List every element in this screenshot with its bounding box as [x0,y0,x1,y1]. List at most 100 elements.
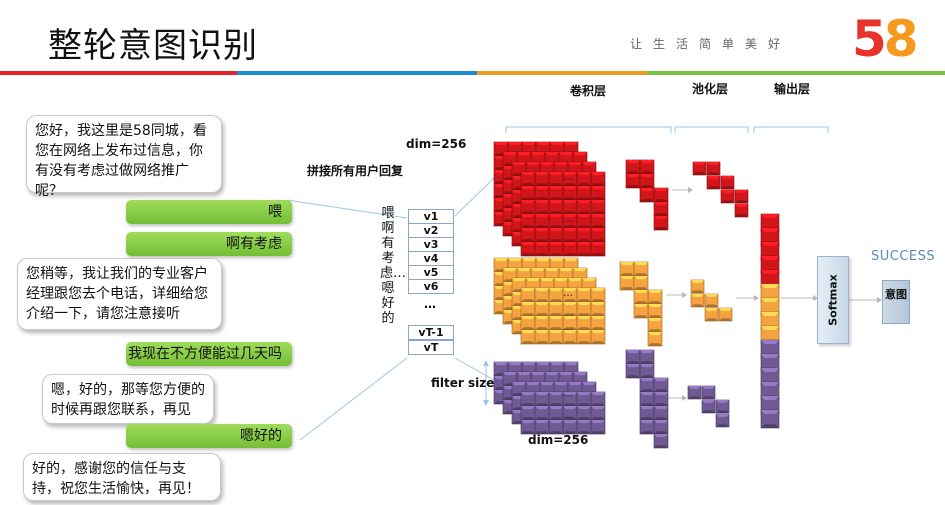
pool-cube-orange [647,289,663,305]
pool-cube-orange [633,303,649,319]
pool-cube-orange [633,289,649,305]
pool-cube-purple [639,349,655,365]
vector-cell: v3 [408,237,454,252]
pool-cube-red [639,187,655,203]
conv-cube-orange [534,301,550,317]
conv-cube-orange [590,287,606,303]
conv-cube-red [520,227,536,243]
conv-cube-red [590,171,606,187]
conv-cube-orange [548,315,564,331]
pool-cube-orange [633,275,649,291]
conv-cube-purple [562,391,578,407]
conv-cube-red [534,199,550,215]
pool-cube-red [653,187,669,203]
output-cube-orange [718,307,733,322]
pool-cube-orange [647,331,663,347]
filter-size-label: filter size [431,376,495,390]
feature-map-cubes: …………………… [493,141,780,449]
user-reply-bubble: 啊有考虑 [126,232,292,256]
pool-cube-purple [653,391,669,407]
pool-cube-purple [653,419,669,435]
conv-cube-purple [534,419,550,435]
vector-cell: v6 [408,279,454,294]
conv-cube-red [576,227,592,243]
success-label: SUCCESS [871,249,936,264]
conv-cube-red [576,185,592,201]
output-cube-orange [704,307,719,322]
conv-cube-red [520,241,536,257]
dim-label-bottom: dim=256 [528,433,589,447]
header-bar-orange [477,71,647,75]
logo-digit-eight: 8 [883,10,919,68]
pool-cube-red [625,173,641,189]
conv-cube-purple [520,391,536,407]
conv-cube-purple [548,405,564,421]
conv-cube-orange [590,315,606,331]
header-bar-green [647,71,945,75]
agent-message-bubble: 好的，感谢您的信任与支持，祝您生活愉快，再见！ [23,453,221,501]
conv-cube-red [534,241,550,257]
conv-cube-orange [534,315,550,331]
page-title: 整轮意图识别 [48,26,258,66]
conv-cube-orange [520,301,536,317]
conv-cube-orange [534,287,550,303]
ellipsis-mark: … [563,214,573,225]
output-cube-red [706,161,721,176]
pool-cube-purple [625,349,641,365]
pool-layer-label: 池化层 [692,82,729,96]
conv-cube-red [548,241,564,257]
conv-cube-purple [534,391,550,407]
pool-cube-purple [639,377,655,393]
vector-cell: v1 [408,209,454,224]
vector-cell: v5 [408,265,454,280]
pool-cube-red [625,159,641,175]
pool-cube-red [653,215,669,231]
ellipsis-mark: … [563,322,573,333]
output-cube-orange [704,293,719,308]
pool-cube-purple [653,377,669,393]
output-cube-purple [715,413,730,428]
conv-cube-red [534,171,550,187]
conv-cube-red [576,241,592,257]
pool-cube-purple [639,419,655,435]
conv-cube-orange [590,301,606,317]
pool-cube-orange [647,303,663,319]
pool-cube-orange [647,317,663,333]
user-reply-bubble: 我现在不方便能过几天吗 [126,342,292,366]
conv-cube-orange [576,301,592,317]
pool-cube-red [653,201,669,217]
pool-cube-purple [653,433,669,449]
conv-cube-purple [534,405,550,421]
output-cube-purple [701,385,716,400]
conv-cube-red [548,227,564,243]
conv-cube-orange [576,287,592,303]
conv-cube-purple [520,419,536,435]
conv-cube-red [590,185,606,201]
pool-cube-orange [619,261,635,277]
agent-message-bubble: 嗯，好的，那等您方便的时候再跟您联系，再见 [42,374,214,424]
conv-cube-orange [576,315,592,331]
output-cube-purple [715,399,730,414]
output-cube-red [734,189,749,204]
header-bar-blue [237,71,477,75]
conv-cube-red [548,171,564,187]
dim-label-top: dim=256 [406,137,467,151]
user-reply-bubble: 喂 [126,200,292,224]
conv-cube-red [548,185,564,201]
conv-cube-red [590,213,606,229]
concat-vector-cell [760,409,780,429]
softmax-label: Softmax [826,274,840,326]
ellipsis-mark: … [563,410,573,421]
conv-cube-red [520,185,536,201]
conv-cube-red [590,227,606,243]
conv-cube-red [548,199,564,215]
output-cube-red [720,189,735,204]
conv-cube-orange [562,329,578,345]
conv-cube-purple [590,405,606,421]
conv-cube-red [534,227,550,243]
pool-cube-purple [639,391,655,407]
conv-cube-orange [548,301,564,317]
pool-cube-red [639,173,655,189]
token-characters: 喂啊有考虑…嗯好的 [380,206,407,326]
